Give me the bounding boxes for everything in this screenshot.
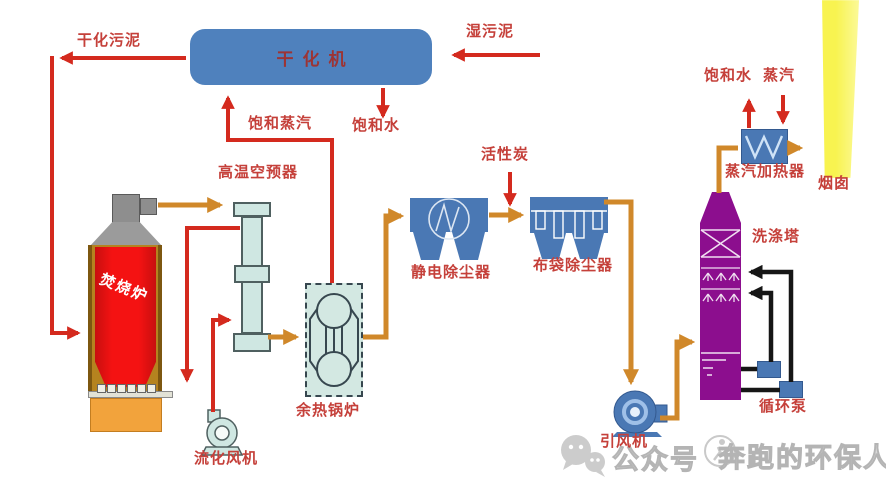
runner-icon [704, 435, 736, 467]
label-saturated-water-left: 饱和水 [352, 117, 401, 134]
waste-heat-boiler [305, 283, 363, 397]
label-fluidizing-fan: 流化风机 [194, 450, 259, 467]
incinerator-cone [90, 222, 162, 246]
grate-nozzle [117, 384, 126, 393]
label-bag-filter: 布袋除尘器 [533, 257, 614, 274]
scrubber-tower-icon [700, 192, 741, 400]
watermark-account-label: 公众号 [612, 445, 699, 476]
watermark-account-name: 奔跑的环保人 [718, 443, 886, 474]
grate-nozzle [137, 384, 146, 393]
incinerator-outlet-box [140, 198, 157, 215]
label-saturated-water-right: 饱和水 [704, 67, 753, 84]
wechat-icon [561, 435, 605, 477]
label-wet-sludge: 湿污泥 [466, 23, 515, 40]
grate-nozzle [127, 384, 136, 393]
pipe-sludge-to-incinerator [50, 56, 81, 340]
preheater-mid-band [234, 265, 270, 283]
pipe-fluegas-to-esp [363, 207, 405, 340]
incinerator-cap [112, 194, 140, 223]
label-dried-sludge: 干化污泥 [77, 32, 142, 49]
fluidizing-fan-icon [200, 409, 244, 456]
chimney-icon [822, 0, 860, 178]
preheater-top-cap [233, 202, 271, 217]
scrubber-tower [699, 190, 743, 402]
label-chimney: 烟囱 [818, 175, 851, 192]
circulation-pump-2 [779, 381, 803, 398]
grate-nozzle [97, 384, 106, 393]
label-steam-heater: 蒸汽加热器 [725, 163, 806, 180]
pipe-hot-air-to-furnace [180, 226, 240, 383]
label-activated-carbon: 活性炭 [481, 146, 530, 163]
label-circulation-pump: 循环泵 [759, 398, 808, 415]
preheater-bottom-cap [233, 333, 271, 352]
heater-coil-icon [744, 134, 784, 160]
incinerator-furnace-icon [95, 247, 156, 387]
pipe-pump1-to-spray [748, 285, 774, 362]
label-esp: 静电除尘器 [411, 264, 492, 281]
pipe-fluidizing-air [211, 313, 232, 412]
grate-nozzle [107, 384, 116, 393]
label-induced-draft-fan: 引风机 [600, 433, 649, 450]
steam-heater [741, 129, 788, 164]
label-air-preheater: 高温空预器 [218, 164, 299, 181]
dryer-label: 干化机 [276, 49, 355, 69]
label-steam: 蒸汽 [763, 67, 796, 84]
label-saturated-steam: 饱和蒸汽 [248, 115, 313, 132]
dryer: 干化机 [190, 29, 432, 85]
incinerator-base [90, 398, 162, 432]
watermark: 公众号 奔跑的环保人 [556, 428, 886, 482]
grate-nozzle [147, 384, 156, 393]
esp-icon [410, 198, 488, 260]
circulation-pump-1 [757, 361, 781, 378]
label-waste-heat-boiler: 余热锅炉 [296, 402, 361, 419]
label-scrubber-tower: 洗涤塔 [752, 228, 801, 245]
boiler-tubes-icon [309, 293, 359, 387]
bag-filter-icon [530, 197, 608, 259]
